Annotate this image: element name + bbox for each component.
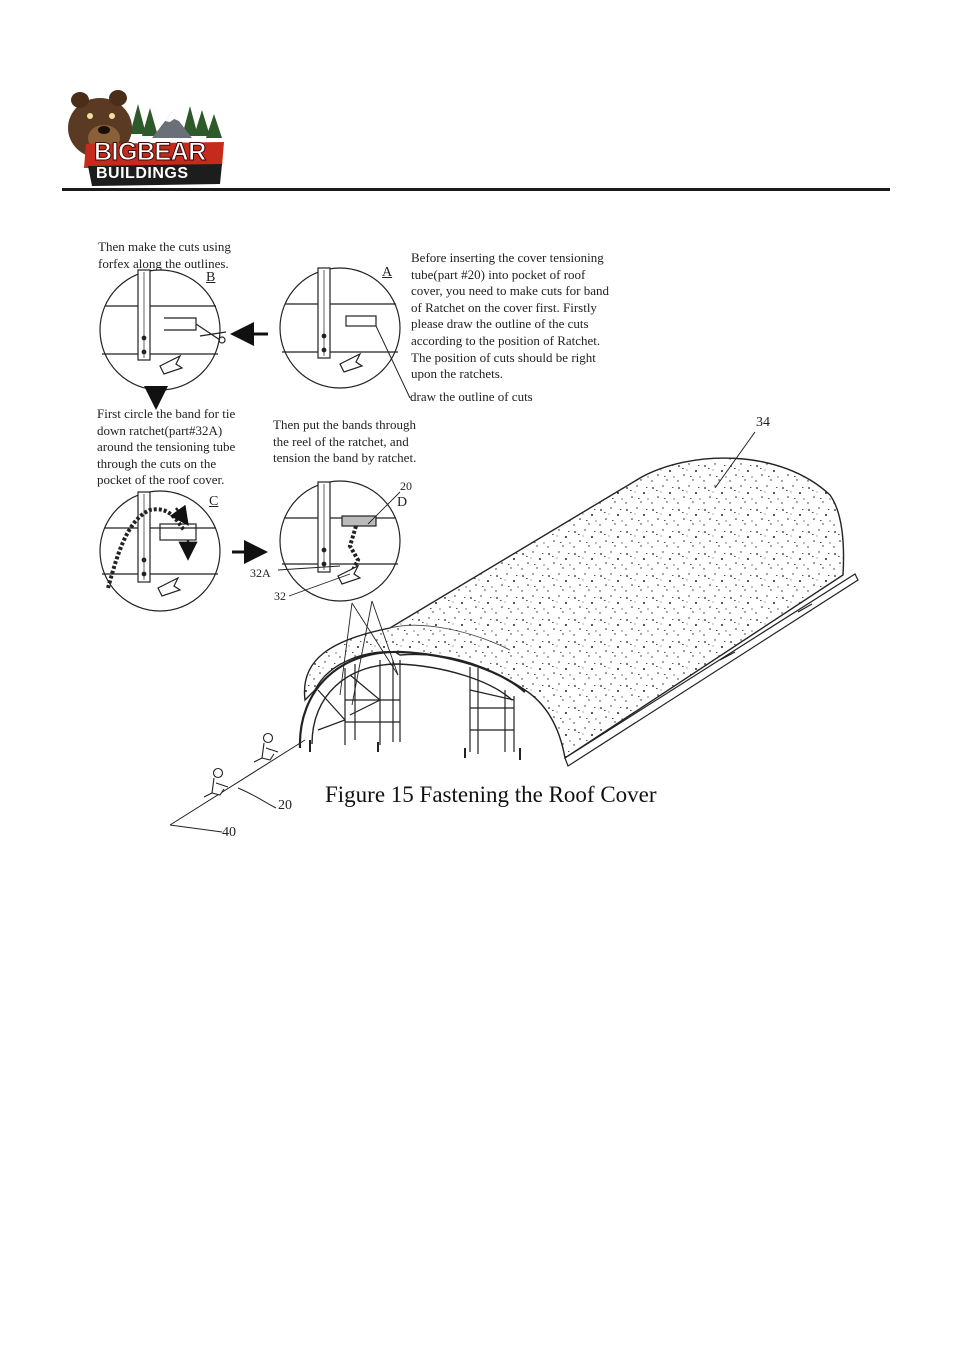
roof-cover (303, 457, 845, 760)
step-a-text: Before inserting the cover tensioning tu… (411, 250, 610, 382)
quonset-building (169, 457, 859, 833)
step-c-letter: C (209, 494, 219, 509)
detail-circle-d (279, 480, 401, 602)
detail-circle-c (99, 490, 221, 612)
part-label-20: 20 (278, 798, 292, 813)
figure-caption: Figure 15 Fastening the Roof Cover (325, 782, 657, 807)
logo-wordmark-top: BIGBEAR (94, 138, 207, 167)
header-rule (62, 188, 890, 191)
step-b-letter: B (206, 270, 216, 285)
part-label-32: 32 (274, 589, 286, 603)
step-d-text: Then put the bands through the reel of t… (273, 417, 417, 466)
part-label-34: 34 (756, 415, 770, 430)
step-d-letter: D (397, 495, 408, 510)
step-a-letter: A (382, 265, 393, 280)
part-label-32a: 32A (250, 566, 271, 580)
worker-figures (203, 732, 279, 798)
part-label-20-detail: 20 (400, 479, 412, 493)
step-a-pointer-label: draw the outline of cuts (410, 389, 533, 404)
detail-circle-b (99, 269, 227, 391)
bear-logo-icon (68, 90, 224, 186)
step-b-text: Then make the cuts using forfex along th… (98, 239, 231, 271)
step-c-text: First circle the band for tie down ratch… (97, 406, 236, 488)
detail-circle-a (279, 267, 401, 389)
logo-wordmark-bottom: BUILDINGS (96, 165, 189, 182)
logo: BIGBEAR BUILDINGS (64, 86, 226, 186)
part-label-40: 40 (222, 825, 236, 840)
